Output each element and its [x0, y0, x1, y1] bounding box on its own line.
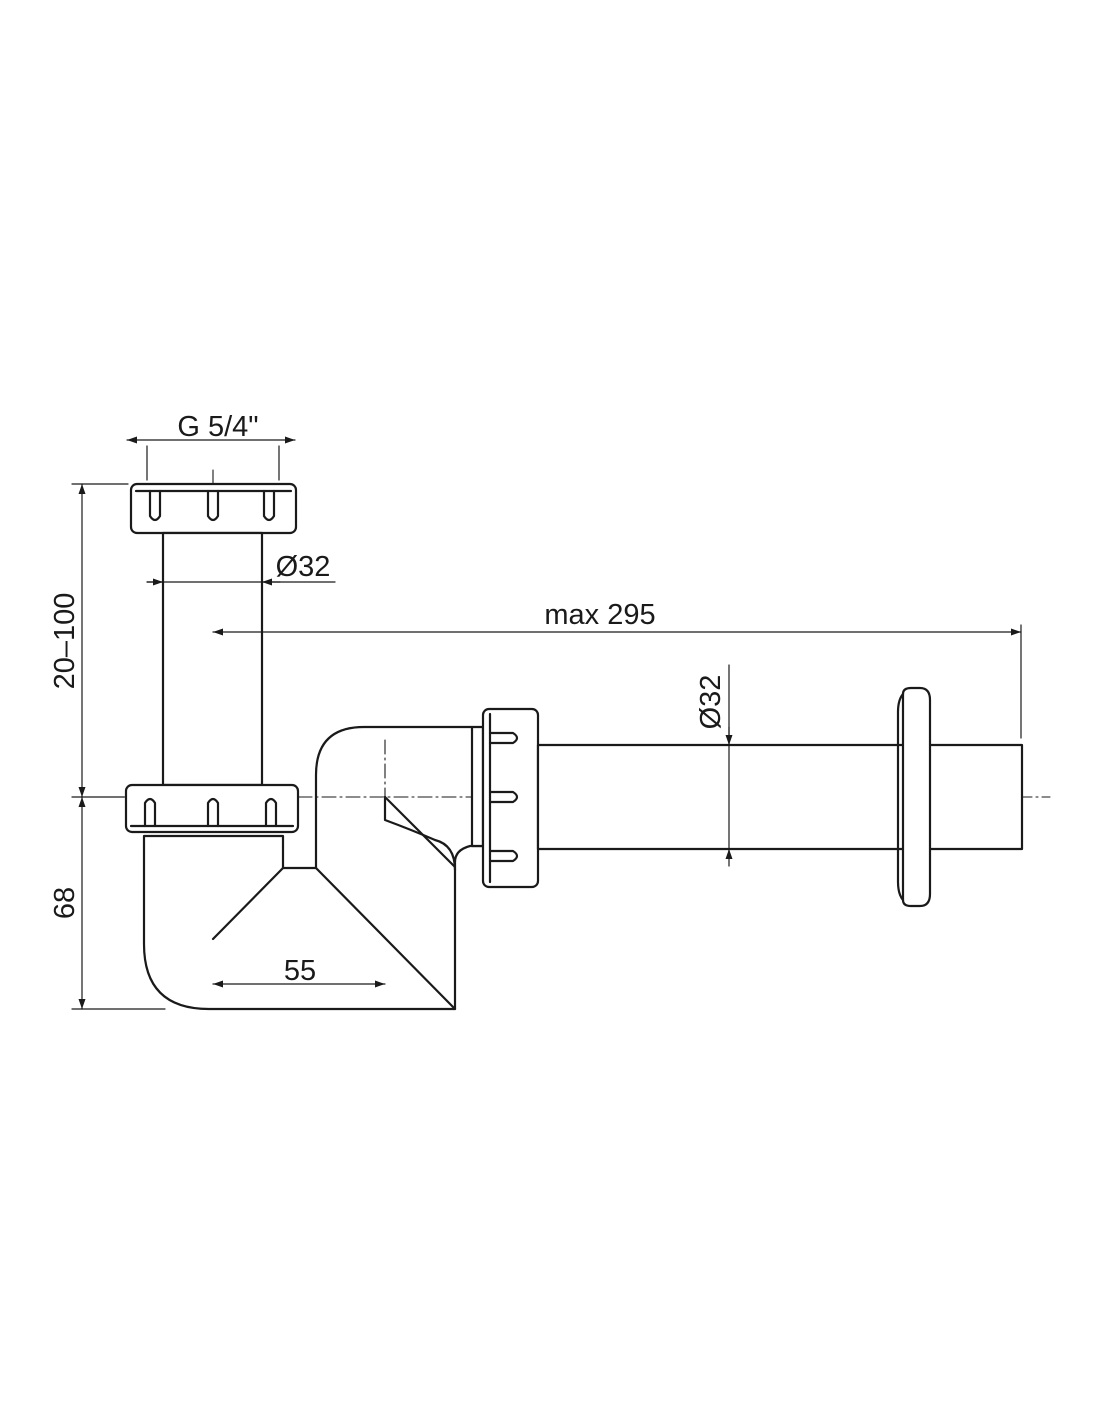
lower-union-nut: [124, 783, 300, 834]
label-outlet-diameter: Ø32: [695, 675, 727, 730]
wall-rosette: [896, 686, 932, 908]
label-offset: 55: [284, 955, 316, 987]
label-height-adjust: 20–100: [49, 593, 81, 690]
outlet-union-nut: [470, 707, 540, 889]
top-union-nut: [129, 482, 298, 535]
label-inlet-diameter: Ø32: [276, 551, 331, 583]
dimension-lines: [71, 436, 1022, 1010]
horizontal-outlet-tube: [536, 743, 1024, 851]
trap-body: [142, 725, 485, 1011]
label-trap-depth: 68: [49, 887, 81, 919]
label-max-length: max 295: [544, 599, 655, 631]
label-thread: G 5/4": [177, 411, 258, 443]
vertical-inlet-tube: [161, 531, 264, 787]
